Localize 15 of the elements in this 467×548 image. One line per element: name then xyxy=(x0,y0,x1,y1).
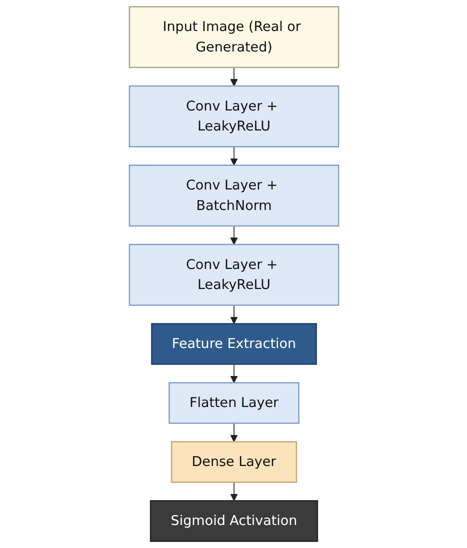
arrow xyxy=(230,146,238,166)
arrow xyxy=(230,304,238,324)
node-box: Conv Layer + BatchNorm xyxy=(128,164,339,227)
node-box: Sigmoid Activation xyxy=(149,500,318,542)
node-box: Input Image (Real or Generated) xyxy=(128,6,339,68)
node-box: Flatten Layer xyxy=(168,382,299,424)
node-box: Dense Layer xyxy=(170,441,297,483)
arrow xyxy=(230,364,238,384)
node-box: Conv Layer + LeakyReLU xyxy=(128,244,339,306)
arrow xyxy=(230,422,238,442)
arrow xyxy=(230,67,238,86)
arrow xyxy=(230,482,238,502)
node-box: Feature Extraction xyxy=(150,323,316,365)
node-box: Conv Layer + LeakyReLU xyxy=(128,85,339,148)
arrow xyxy=(230,226,238,245)
